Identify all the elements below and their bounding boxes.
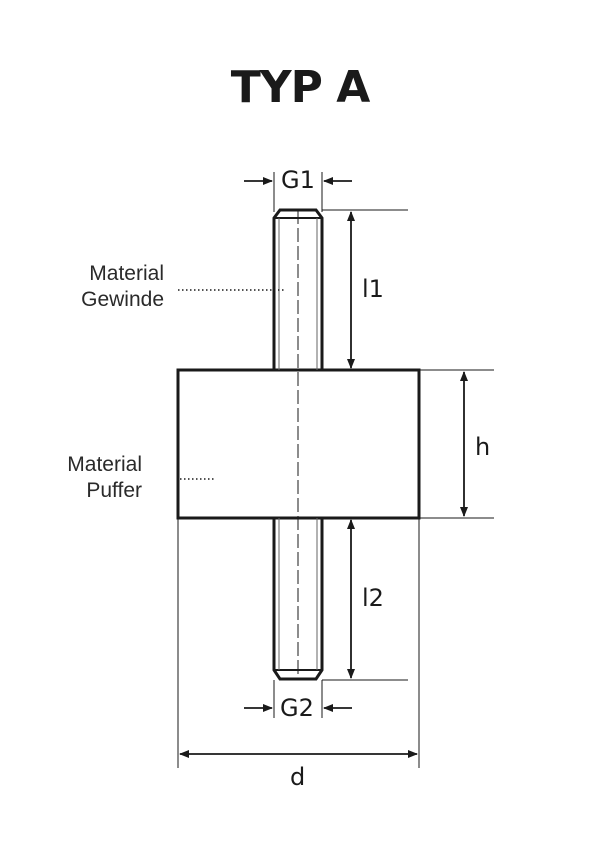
label-material-thread-line1: Material: [89, 262, 164, 285]
thread-lines: [278, 218, 318, 670]
label-material-buffer-line2: Puffer: [86, 479, 142, 503]
dimension-lines: [179, 177, 468, 758]
dim-label-d: d: [290, 763, 306, 791]
dim-label-l2: l2: [362, 584, 384, 612]
label-material-thread-line2: Gewinde: [81, 288, 164, 312]
label-material-buffer: Material Puffer: [38, 452, 142, 505]
extension-lines: [177, 172, 494, 768]
page-title: TYP A: [230, 62, 371, 113]
dim-label-h: h: [475, 433, 491, 461]
dim-label-g2: G2: [280, 694, 314, 722]
label-material-buffer-line1: Material: [67, 453, 142, 476]
dim-label-g1: G1: [281, 166, 315, 194]
dim-label-l1: l1: [362, 275, 384, 303]
label-material-thread: Material Gewinde: [60, 261, 164, 314]
